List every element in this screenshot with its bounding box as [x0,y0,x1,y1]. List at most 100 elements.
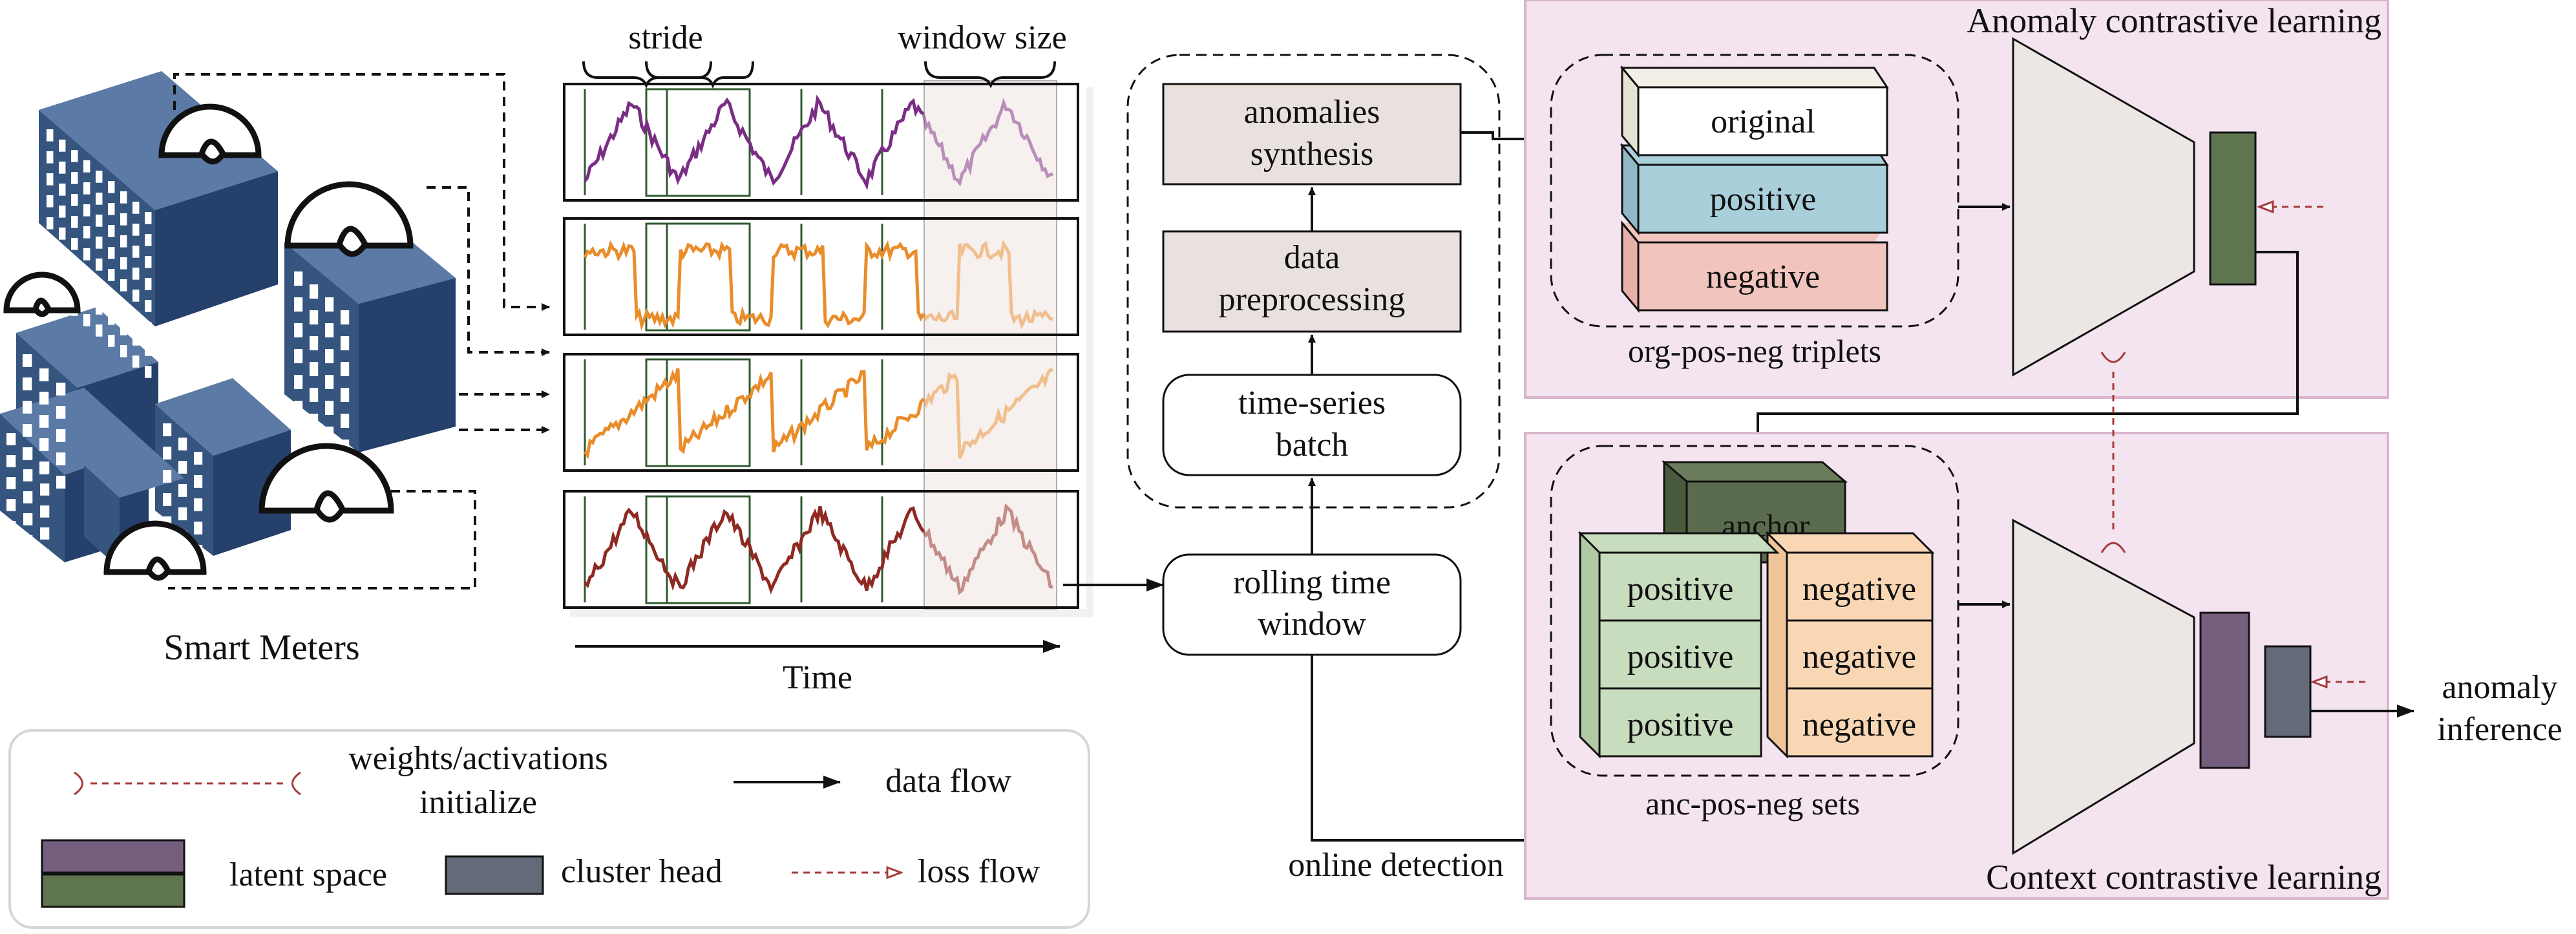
window [39,392,49,405]
window [178,461,187,474]
anomalies-to-triplets-arrow [1461,131,1548,143]
stride-brace-2 [645,61,754,89]
positive-stack [1578,531,1780,759]
window [47,129,54,142]
window [325,401,334,415]
window [108,335,115,347]
weights-initialize-link [2100,352,2126,553]
encoder-trapezoid [2012,37,2195,377]
window [56,383,66,396]
window [163,493,172,506]
window [194,452,203,465]
legend-weights-symbol [74,771,301,796]
time-series-line [583,240,925,331]
time-series-line [583,368,925,460]
window [47,195,54,207]
positive-label: positive [1627,571,1734,608]
original-label: original [1711,103,1815,140]
window [132,268,140,280]
legend-latent-space-label: latent space [229,856,387,893]
latent-to-context-arrow [1754,251,2299,443]
data-preprocessing-box [1162,230,1462,333]
negative-label: negative [1802,639,1916,675]
stride-label: stride [628,19,703,56]
time-series-line-window [922,98,1053,187]
data-preprocessing-line1: data [1284,239,1340,276]
window [23,424,32,437]
window [96,324,103,337]
time-label: Time [783,659,852,696]
window [120,235,127,248]
window [59,140,66,152]
window [96,215,103,227]
window [108,225,115,237]
smart-meter-buildings: Smart Meters [0,71,456,668]
window [341,336,350,350]
smart-meters-label: Smart Meters [164,628,359,668]
window [40,505,50,518]
window [120,279,127,292]
window [108,203,115,215]
window [47,261,54,273]
anomaly-inference-line1: anomaly [2442,669,2557,706]
legend-latent-green [41,873,185,908]
window [178,507,187,520]
time-series-line-window [922,368,1053,459]
meter-icon [259,443,394,523]
window [83,248,90,260]
window [59,249,66,262]
window [71,194,78,206]
window [310,414,319,428]
negative-stack [1765,531,1935,759]
window [325,375,334,389]
window [120,301,127,313]
meter-icon [103,520,207,581]
window [47,151,54,164]
window [96,281,103,293]
window [6,455,16,467]
time-series-line-window [922,503,1053,595]
window [325,427,334,441]
window [145,234,152,246]
signal-row-frame [563,353,1079,472]
window [96,193,103,205]
window [132,334,140,346]
window [145,344,152,356]
sets-dashed-group [1550,445,1959,777]
negative-label: negative [1802,571,1916,608]
window [23,469,33,482]
context-contrastive-title: Context contrastive learning [1986,858,2381,897]
time-window-panel: stride window size Time [562,19,1093,696]
window [341,388,350,402]
window [325,297,334,312]
context-contrastive-panel: Context contrastive learning anchor posi… [1524,432,2414,900]
window [132,246,140,258]
window [108,269,115,281]
window [6,477,16,489]
window [120,257,127,270]
window [23,491,33,504]
rolling-time-window-line2: window [1258,606,1366,642]
original-block [1620,65,1889,158]
cluster-head [2264,645,2312,738]
window [341,310,350,324]
window [40,483,50,496]
window [341,414,350,428]
window [71,282,78,294]
window [132,290,140,302]
window [23,401,32,414]
window [96,302,103,315]
negative-label: negative [1706,259,1820,295]
window [294,401,303,415]
latent-space-green [2209,131,2257,286]
time-series-line-window [922,239,1053,330]
anomaly-contrastive-title: Anomaly contrastive learning [1967,1,2381,40]
window [59,206,66,218]
window [108,291,115,303]
window [40,527,50,540]
window [56,452,66,465]
window [23,354,32,367]
window [163,447,172,460]
window [120,191,127,204]
window [120,323,127,335]
